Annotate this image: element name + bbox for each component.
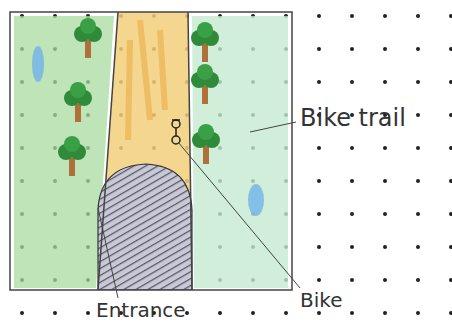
trail-edge [188, 12, 192, 290]
grid-dot [86, 311, 90, 315]
map-label: Entrance [96, 300, 186, 320]
grid-dot [350, 146, 354, 150]
grid-dot [317, 311, 321, 315]
grid-dot [383, 47, 387, 51]
grid-dot [350, 14, 354, 18]
grid-dot [383, 146, 387, 150]
grid-dot [383, 212, 387, 216]
grid-dot [416, 146, 420, 150]
grid-dot [350, 278, 354, 282]
grid-dot [383, 311, 387, 315]
grid-dot [449, 14, 452, 18]
grid-dot [383, 278, 387, 282]
grid-dot [416, 311, 420, 315]
tree-group [58, 18, 220, 176]
grid-dot [317, 212, 321, 216]
grid-dot [317, 14, 321, 18]
tree-symbol [74, 18, 102, 58]
map-label: Bike [300, 290, 342, 310]
grid-dot [284, 311, 288, 315]
grid-dot [317, 146, 321, 150]
tree-symbol [64, 82, 92, 122]
grid-dot [449, 47, 452, 51]
tree-symbol [58, 136, 86, 176]
map-area [14, 12, 288, 290]
grid-dot [350, 245, 354, 249]
grid-dot [53, 311, 57, 315]
grid-dot [416, 14, 420, 18]
grid-dot [449, 80, 452, 84]
water-spot [32, 46, 44, 82]
grid-dot [449, 146, 452, 150]
grid-dot [449, 113, 452, 117]
grid-dot [449, 212, 452, 216]
trail-shading [128, 20, 165, 140]
grid-dot [251, 311, 255, 315]
grid-dot [383, 80, 387, 84]
grid-dot [218, 311, 222, 315]
tree-symbol [192, 124, 220, 164]
grid-dot [416, 80, 420, 84]
trail-path [98, 12, 192, 290]
grid-dot [449, 278, 452, 282]
bike-symbol [172, 120, 180, 144]
leader-line [250, 122, 296, 132]
map-label: Bike trail [300, 106, 406, 130]
grid-dot [317, 47, 321, 51]
tree-symbol [191, 22, 219, 62]
tree-symbol [191, 64, 219, 104]
grid-dot [317, 245, 321, 249]
grid-dot [416, 113, 420, 117]
grid-dot [449, 245, 452, 249]
grid-dot [350, 47, 354, 51]
grid-dot [416, 47, 420, 51]
grid-dot [350, 311, 354, 315]
grid-dot [449, 179, 452, 183]
water-spot [248, 184, 264, 216]
trail-edge [98, 12, 118, 290]
grid-dot [416, 212, 420, 216]
grid-dot [383, 245, 387, 249]
map-border [10, 12, 292, 290]
grid-dot [350, 179, 354, 183]
grid-dot [317, 179, 321, 183]
grid-dot [416, 245, 420, 249]
grid-dot [350, 212, 354, 216]
grid-dot [350, 80, 354, 84]
grid-dot [383, 179, 387, 183]
grid-dot [317, 80, 321, 84]
leader-line [178, 142, 300, 288]
leader-line [98, 208, 118, 298]
grid-dot [317, 278, 321, 282]
grid-dot [416, 278, 420, 282]
grass-right [192, 16, 288, 288]
grid-dot [383, 14, 387, 18]
grid-dot [416, 179, 420, 183]
grid-dot [20, 311, 24, 315]
grid-dot [449, 311, 452, 315]
